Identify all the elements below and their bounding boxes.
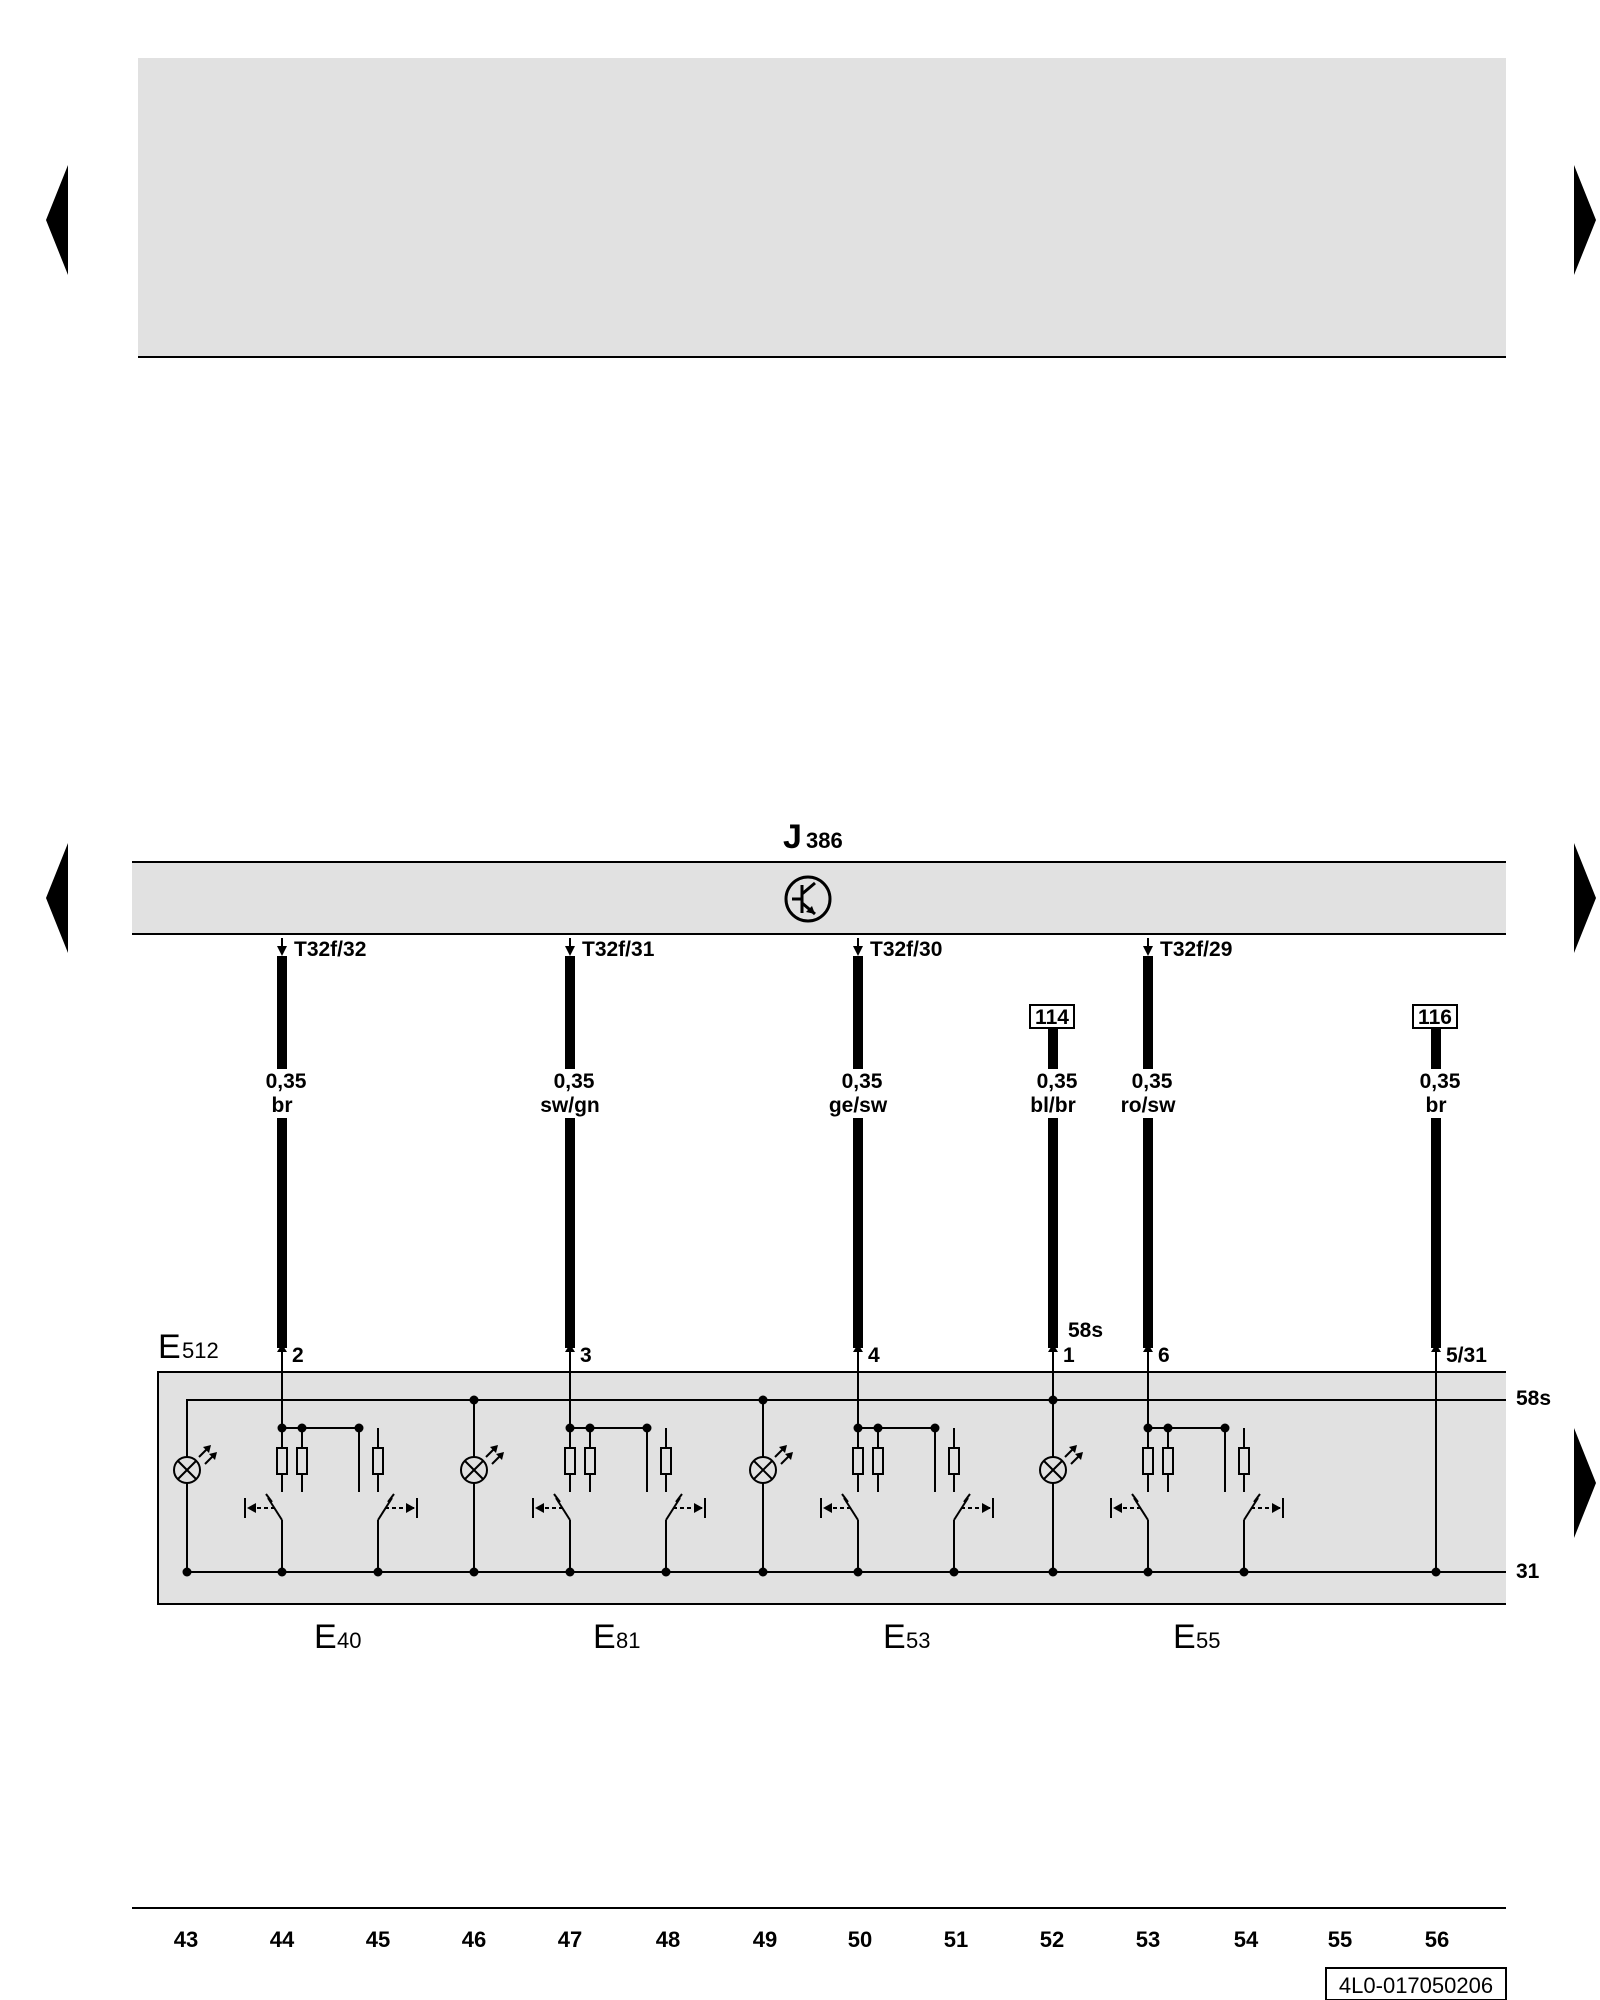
- track-number: 45: [366, 1927, 390, 1952]
- module-letter: J: [783, 818, 802, 856]
- track-number: 50: [848, 1927, 872, 1952]
- extra-label-58s: 58s: [1068, 1319, 1103, 1342]
- wire-color-2: sw/gn: [540, 1094, 600, 1117]
- wire-size-6: 0,35: [1420, 1070, 1461, 1093]
- switch-label-3-sub: 53: [906, 1628, 930, 1653]
- rail-label-31: 31: [1516, 1560, 1540, 1583]
- bottom-pin-4: 1: [1063, 1344, 1075, 1367]
- wire-t32f-29: [1143, 938, 1153, 1372]
- module-sub: 386: [806, 828, 843, 853]
- panel-letter: E: [158, 1328, 181, 1366]
- switch-group-e53: [820, 1372, 994, 1577]
- lamp-column-1: [173, 1400, 217, 1577]
- wire-t32f-31: [565, 938, 575, 1372]
- track-number: 47: [558, 1927, 582, 1952]
- ref-box-116: 116: [1418, 1006, 1452, 1029]
- wire-size-2: 0,35: [554, 1070, 595, 1093]
- transistor-symbol-icon: [784, 875, 832, 923]
- switch-label-4-letter: E: [1173, 1618, 1196, 1656]
- track-number: 53: [1136, 1927, 1160, 1952]
- wire-ref-116: [1412, 1004, 1458, 1372]
- module-block: [132, 862, 1506, 934]
- nav-right-low-icon[interactable]: [1574, 1428, 1596, 1538]
- wire-ref-114: [1029, 1004, 1075, 1372]
- rail-label-58s: 58s: [1516, 1387, 1551, 1410]
- wire-size-5: 0,35: [1132, 1070, 1173, 1093]
- wire-size-4: 0,35: [1037, 1070, 1078, 1093]
- track-number: 55: [1328, 1927, 1352, 1952]
- switch-label-4-sub: 55: [1196, 1628, 1220, 1653]
- bottom-pin-2: 3: [580, 1344, 592, 1367]
- wire-t32f-32: [277, 938, 287, 1372]
- track-number: 49: [753, 1927, 777, 1952]
- track-number: 54: [1234, 1927, 1259, 1952]
- doc-code: 4L0-017050206: [1339, 1973, 1493, 1998]
- switch-label-2-letter: E: [593, 1618, 616, 1656]
- doc-code-box: [1325, 1967, 1507, 2000]
- wire-size-3: 0,35: [842, 1070, 883, 1093]
- track-number: 56: [1425, 1927, 1449, 1952]
- wire-color-3: ge/sw: [829, 1094, 888, 1117]
- lamp-column-4: [1039, 1372, 1083, 1577]
- wire-color-4: bl/br: [1030, 1094, 1076, 1117]
- switch-group-e40: [244, 1372, 418, 1577]
- switch-label-1-sub: 40: [337, 1628, 361, 1653]
- nav-right-top-icon[interactable]: [1574, 165, 1596, 275]
- switch-group-e81: [532, 1372, 706, 1577]
- panel-sub: 512: [182, 1338, 219, 1363]
- switch-label-1-letter: E: [314, 1618, 337, 1656]
- track-number: 48: [656, 1927, 680, 1952]
- pin-label-4: T32f/29: [1160, 938, 1232, 961]
- switch-panel: [158, 1372, 1506, 1604]
- bottom-pin-5: 6: [1158, 1344, 1170, 1367]
- wire-color-6: br: [1426, 1094, 1447, 1117]
- top-panel: [138, 58, 1506, 356]
- lamp-column-3: [749, 1395, 793, 1577]
- nav-right-mid-icon[interactable]: [1574, 843, 1596, 953]
- lamp-column-2: [460, 1395, 504, 1577]
- track-number: 46: [462, 1927, 486, 1952]
- bottom-pin-6: 5/31: [1446, 1344, 1487, 1367]
- nav-left-top-icon[interactable]: [46, 165, 68, 275]
- pin-label-2: T32f/31: [582, 938, 655, 961]
- track-number: 44: [270, 1927, 295, 1952]
- switch-group-e55: [1110, 1372, 1284, 1577]
- ref-box-114: 114: [1035, 1006, 1069, 1029]
- track-number: 43: [174, 1927, 198, 1952]
- bottom-pin-3: 4: [868, 1344, 880, 1367]
- bottom-pin-1: 2: [292, 1344, 304, 1367]
- wire-t32f-30: [853, 938, 863, 1372]
- switch-label-3-letter: E: [883, 1618, 906, 1656]
- track-number: 52: [1040, 1927, 1064, 1952]
- track-numbers: 43 44 45 46 47 48 49 50 51 52 53 54 55 5…: [174, 1927, 1449, 1952]
- pin-label-1: T32f/32: [294, 938, 366, 961]
- wire-color-1: br: [272, 1094, 293, 1117]
- track-number: 51: [944, 1927, 968, 1952]
- wire-color-5: ro/sw: [1121, 1094, 1177, 1117]
- pin-label-3: T32f/30: [870, 938, 942, 961]
- nav-left-mid-icon[interactable]: [46, 843, 68, 953]
- switch-label-2-sub: 81: [616, 1628, 640, 1653]
- wire-size-1: 0,35: [266, 1070, 307, 1093]
